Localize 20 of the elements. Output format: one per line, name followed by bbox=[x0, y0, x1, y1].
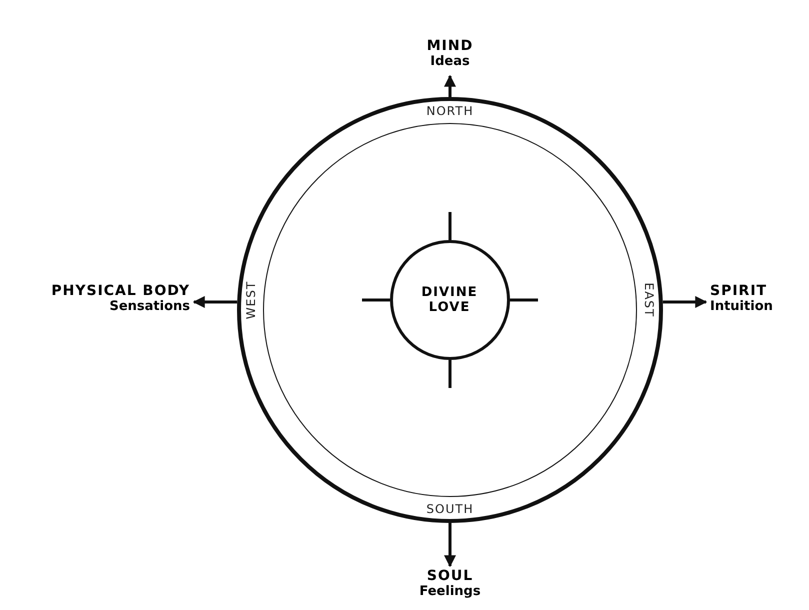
arrow bbox=[444, 523, 456, 568]
aspect-subheading: Sensations bbox=[108, 299, 190, 314]
aspect-heading: SPIRIT bbox=[710, 283, 768, 299]
arrow bbox=[444, 74, 456, 97]
center-label: DIVINE LOVE bbox=[420, 284, 479, 314]
aspect-subheading: Feelings bbox=[418, 584, 482, 599]
aspect-subheading: Ideas bbox=[429, 54, 471, 69]
compass-direction-label: NORTH bbox=[426, 105, 474, 117]
aspect-subheading: Intuition bbox=[710, 299, 774, 314]
arrow bbox=[192, 296, 238, 308]
compass-direction-label: WEST bbox=[245, 280, 257, 320]
compass-direction-label: SOUTH bbox=[426, 503, 474, 515]
compass-direction-label: EAST bbox=[643, 282, 655, 318]
arrow bbox=[662, 296, 708, 308]
outer-circle bbox=[237, 97, 663, 523]
aspect-heading: MIND bbox=[426, 38, 474, 54]
aspect-heading: PHYSICAL BODY bbox=[50, 283, 190, 299]
center-circle bbox=[390, 240, 510, 360]
inner-circle bbox=[263, 123, 637, 497]
aspect-heading: SOUL bbox=[426, 568, 474, 584]
